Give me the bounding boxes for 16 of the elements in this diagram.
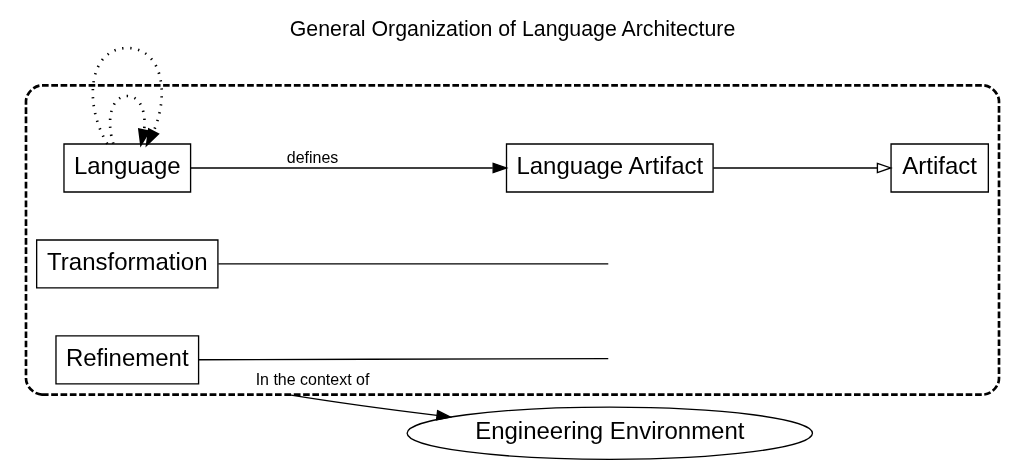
node-box: Artifact xyxy=(889,143,989,193)
edge-label: defines xyxy=(286,149,338,167)
arrow xyxy=(712,162,893,174)
arrow xyxy=(108,94,151,148)
cluster xyxy=(24,84,1000,396)
node-box: Refinement xyxy=(54,335,199,385)
node-box: Language xyxy=(62,143,191,193)
connector xyxy=(197,357,609,361)
arrow xyxy=(286,393,452,421)
node-box: Transformation xyxy=(35,239,219,289)
arrow xyxy=(189,162,508,174)
arrow xyxy=(91,46,163,148)
edge-label: In the context of xyxy=(255,370,369,388)
diagram-title: General Organization of Language Architecture xyxy=(289,16,735,41)
node-box: Language Artifact xyxy=(505,143,714,193)
connector xyxy=(217,263,609,265)
